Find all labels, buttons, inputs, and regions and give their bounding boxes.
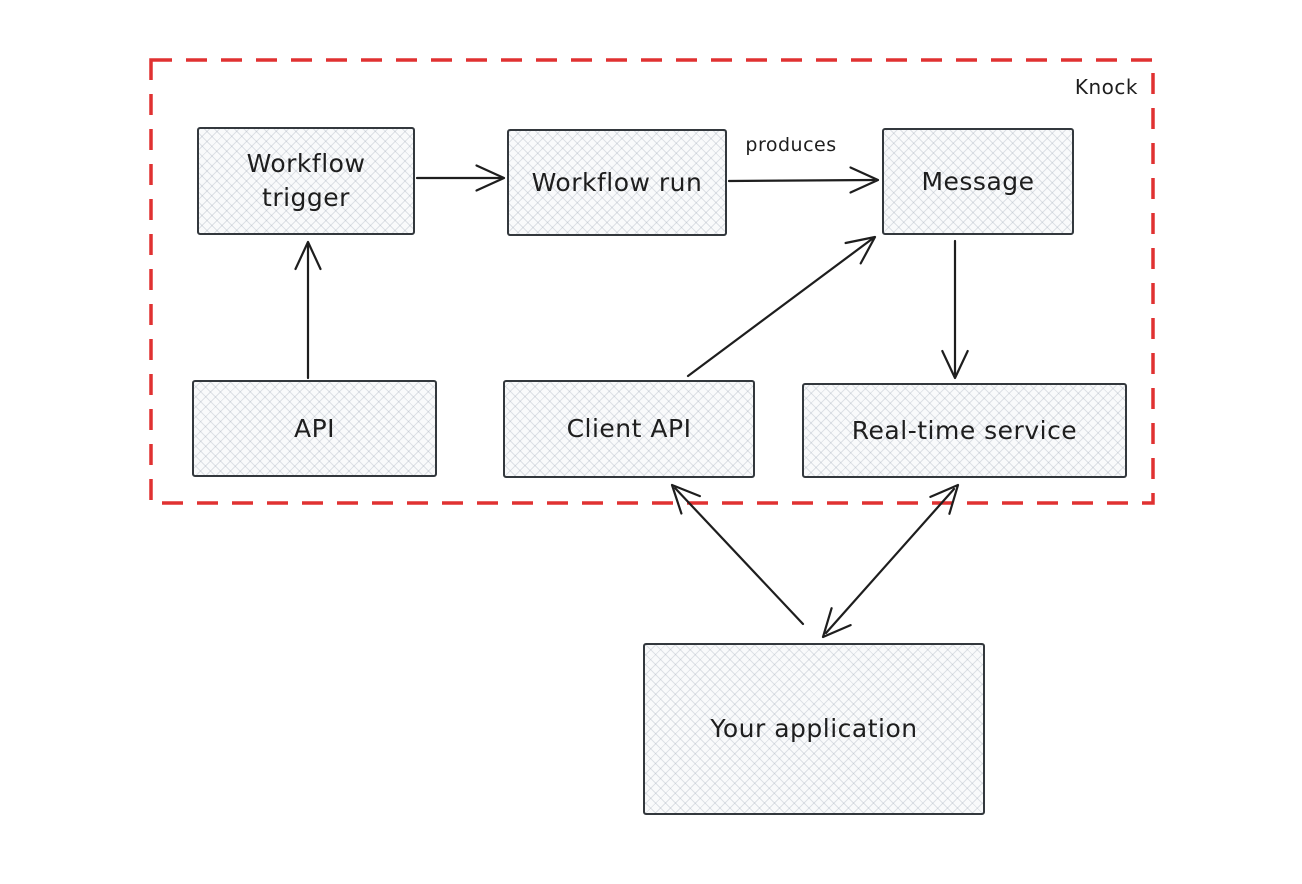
arrow-your-application-to-client-api bbox=[670, 483, 805, 626]
node-your-application-label: Your application bbox=[710, 714, 918, 744]
node-realtime-service-label: Real-time service bbox=[851, 415, 1078, 445]
node-client-api: Client API bbox=[503, 380, 755, 478]
arrow-message-to-realtime-service bbox=[941, 239, 969, 380]
node-api-label: API bbox=[293, 413, 336, 443]
node-workflow-trigger-label: Workflow trigger bbox=[246, 149, 366, 212]
arrow-your-application-to-realtime-service bbox=[821, 483, 960, 639]
knock-boundary-label: Knock bbox=[1074, 75, 1138, 99]
node-message: Message bbox=[882, 128, 1074, 235]
arrow-workflow-run-to-message bbox=[727, 166, 880, 194]
edge-label-produces: produces bbox=[745, 134, 837, 156]
node-api: API bbox=[192, 380, 437, 477]
arrow-client-api-to-message bbox=[686, 235, 877, 378]
node-realtime-service: Real-time service bbox=[802, 383, 1127, 478]
node-workflow-trigger: Workflow trigger bbox=[197, 127, 415, 235]
node-message-label: Message bbox=[921, 166, 1035, 196]
node-workflow-run-label: Workflow run bbox=[531, 167, 703, 197]
node-workflow-run: Workflow run bbox=[507, 129, 727, 236]
node-your-application: Your application bbox=[643, 643, 985, 815]
node-client-api-label: Client API bbox=[566, 414, 692, 444]
arrow-workflow-trigger-to-workflow-run bbox=[415, 164, 506, 192]
arrow-api-to-workflow-trigger bbox=[294, 240, 322, 380]
